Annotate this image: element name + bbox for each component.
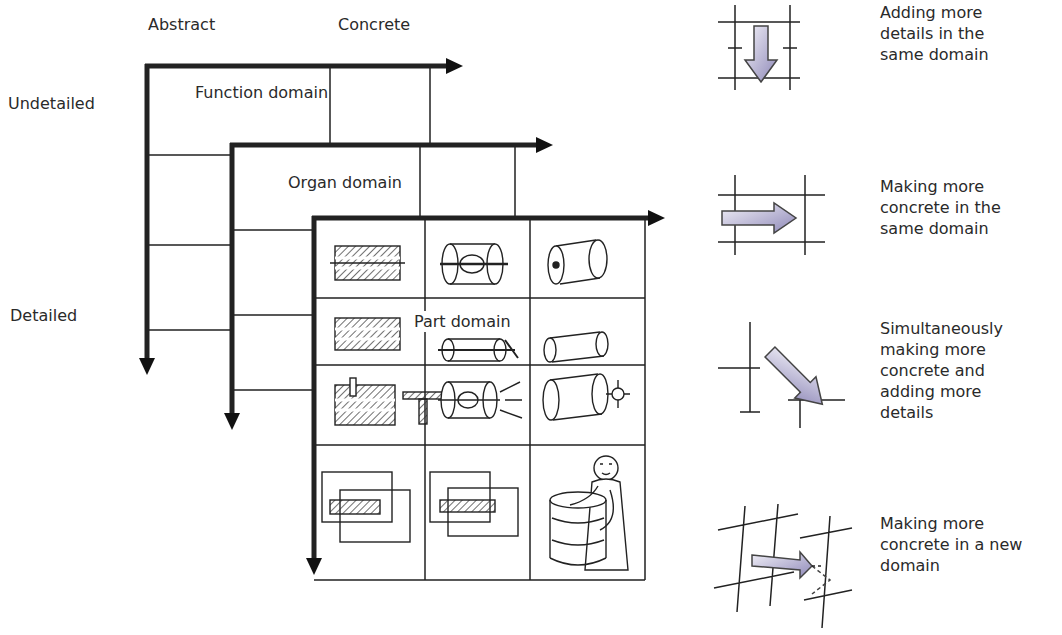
axis-label: Detailed: [10, 305, 77, 326]
diagonal-icon: [718, 322, 845, 428]
cylinder-sketch: [544, 332, 608, 362]
axis-label: Undetailed: [8, 93, 95, 114]
new-domain-icon: [714, 504, 852, 628]
step-description: Making more concrete in a new domain: [880, 513, 1030, 576]
coupling-with-pin: [335, 378, 443, 425]
layout-drawing: [430, 472, 518, 536]
detail-icon: [718, 5, 800, 90]
layout-drawing: [322, 472, 410, 542]
axis-label: Organ domain: [285, 172, 405, 193]
axis-label: Part domain: [411, 311, 514, 332]
axis-label: Concrete: [338, 14, 410, 35]
exploded-motor: [438, 382, 522, 418]
axis-label: Function domain: [195, 82, 328, 103]
step-description: Making more concrete in the same domain: [880, 176, 1030, 239]
part-domain-frame: [306, 210, 665, 580]
motor-sketch: [440, 244, 508, 284]
coupling-section: [330, 246, 405, 280]
person-with-barrel: [550, 456, 628, 570]
step-description: Adding more details in the same domain: [880, 2, 1030, 65]
cylinder-with-flange: [543, 374, 630, 420]
concretize-icon: [718, 175, 825, 255]
coupling-section: [335, 318, 400, 350]
cylinder-sketch: [548, 240, 607, 284]
step-description: Simultaneously making more concrete and …: [880, 318, 1030, 423]
axis-label: Abstract: [148, 14, 215, 35]
motor-sketch: [438, 339, 518, 361]
part-sketches: [322, 240, 630, 570]
